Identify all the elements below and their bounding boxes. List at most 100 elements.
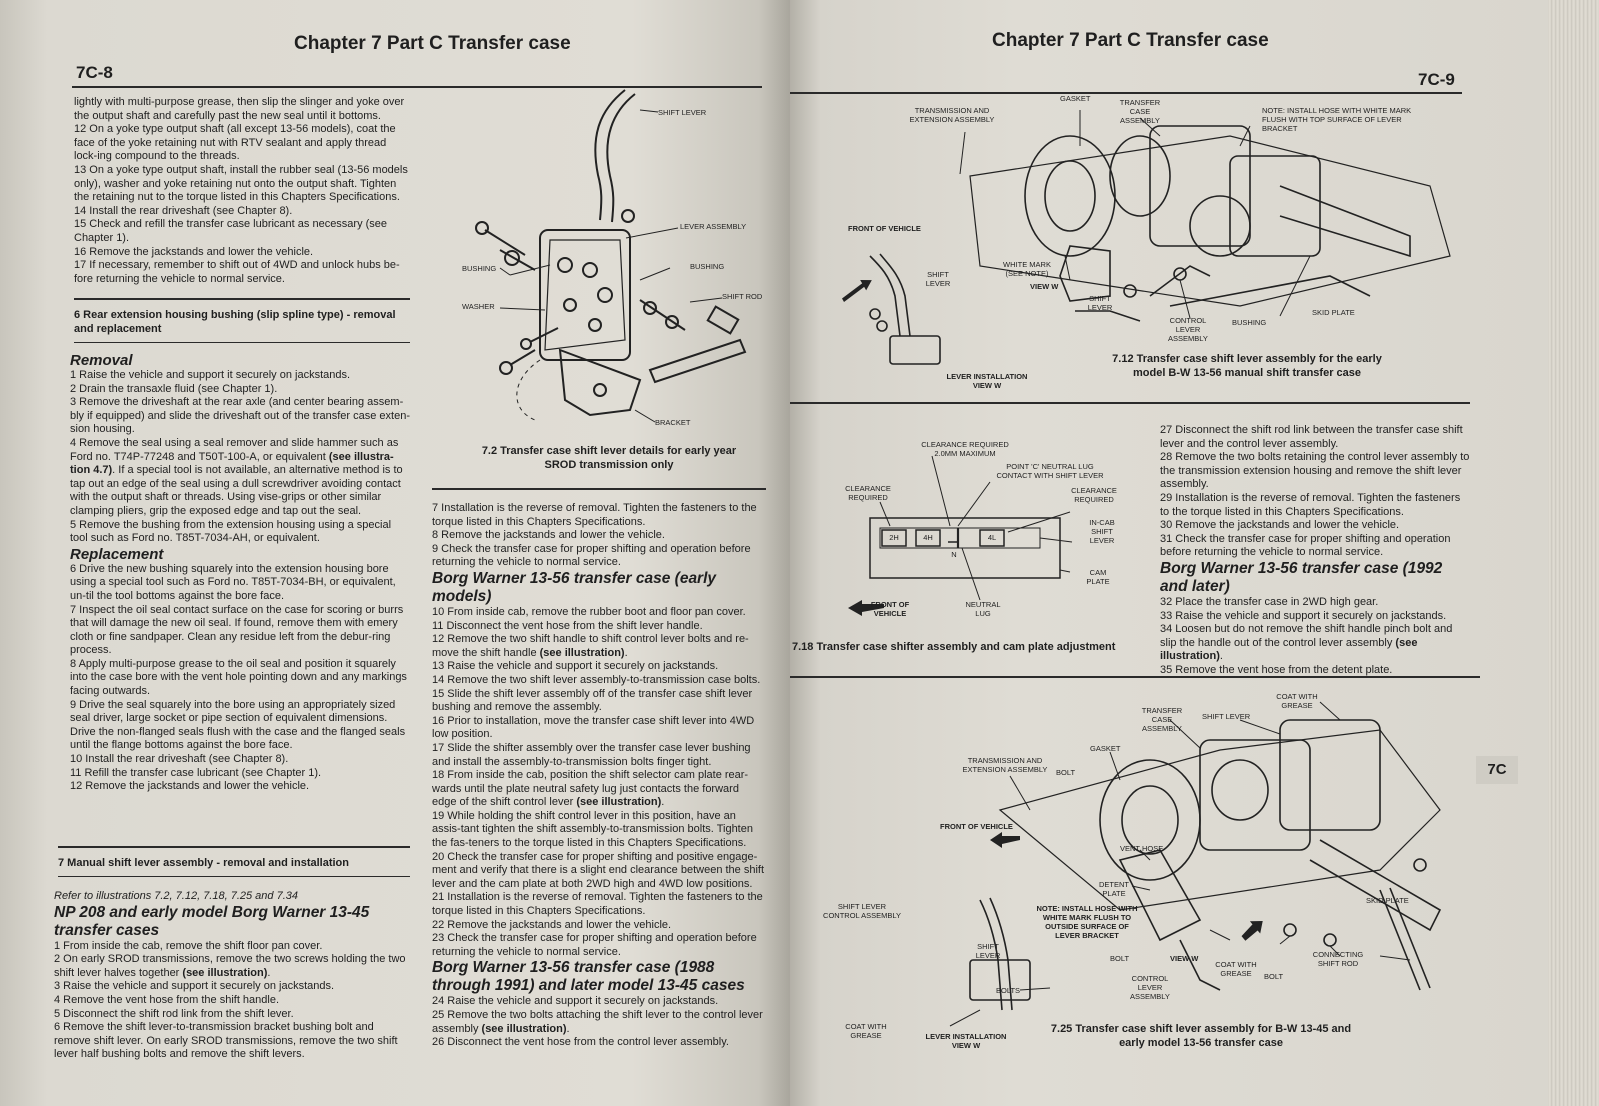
label-view-w: VIEW W [1030, 282, 1059, 291]
label-lever-installation: LEVER INSTALLATION VIEW W [946, 372, 1028, 390]
label-note: NOTE: INSTALL HOSE WITH WHITE MARK FLUSH… [1262, 106, 1412, 133]
step-12-text-a: 12 Remove the two shift handle to shift … [432, 633, 749, 659]
header-rule-left [72, 86, 762, 88]
label-coat-with-grease-mid: COAT WITH GREASE [1215, 960, 1257, 978]
paragraph: 12 On a yoke type output shaft (all exce… [74, 123, 396, 163]
label-control-lever-assembly: CONTROL LEVER ASSEMBLY [1168, 316, 1208, 343]
left-col1-section7: Refer to illustrations 7.2, 7.12, 7.18, … [54, 890, 410, 1062]
section-rule [74, 298, 410, 300]
step-12-text-c: . [624, 646, 628, 659]
replacement-heading: Replacement [70, 545, 164, 563]
label-coat-with-grease-bottom: COAT WITH GREASE [845, 1022, 887, 1040]
paragraph: 11 Refill the transfer case lubricant (s… [70, 766, 322, 779]
paragraph: 33 Raise the vehicle and support it secu… [1160, 609, 1447, 622]
label-bolt-top: BOLT [1056, 768, 1076, 777]
paragraph: 14 Remove the two shift lever assembly-t… [432, 673, 761, 686]
label-bushing-right: BUSHING [690, 262, 725, 271]
side-tab-7c: 7C [1476, 756, 1518, 784]
refer-illustrations: Refer to illustrations 7.2, 7.12, 7.18, … [54, 890, 298, 902]
paragraph: 8 Apply multi-purpose grease to the oil … [70, 657, 407, 698]
paragraph: 21 Installation is the reverse of remova… [432, 891, 763, 918]
label-note: NOTE: INSTALL HOSE WITH WHITE MARK FLUSH… [1036, 904, 1138, 940]
figure-7-25-drawing [949, 701, 1442, 1027]
step-4-text-a: 4 Remove the seal using a seal remover a… [70, 436, 399, 463]
bw-later-heading: Borg Warner 13-56 transfer case (1988 th… [432, 959, 745, 995]
paragraph: 6 Drive the new bushing squarely into th… [70, 562, 396, 602]
step-2-text-a: 2 On early SROD transmissions, remove th… [54, 953, 406, 979]
label-neutral-lug: NEUTRAL LUG [965, 600, 1001, 618]
label-transfer-case-assembly: TRANSFER CASE ASSEMBLY [1141, 706, 1183, 733]
paragraph: 16 Prior to installation, move the trans… [432, 714, 755, 741]
paragraph: 29 Installation is the reverse of remova… [1160, 491, 1461, 518]
paragraph: 12 Remove the jackstands and lower the v… [70, 780, 310, 793]
label-gasket: GASKET [1090, 744, 1121, 753]
step-25-illustration-ref: (see illustration) [481, 1022, 567, 1035]
paragraph: 34 Loosen but do not remove the shift ha… [1160, 623, 1470, 664]
paragraph: 13 On a yoke type output shaft, install … [74, 163, 408, 204]
label-point-c: POINT 'C' NEUTRAL LUG CONTACT WITH SHIFT… [996, 462, 1104, 480]
section-6-title: 6 Rear extension housing bushing (slip s… [74, 309, 396, 335]
label-shift-lever-control: SHIFT LEVER CONTROL ASSEMBLY [823, 902, 901, 920]
paragraph: 25 Remove the two bolts attaching the sh… [432, 1009, 766, 1036]
paragraph: lightly with multi-purpose grease, then … [74, 96, 405, 122]
section-rule [74, 342, 410, 343]
column-rule [432, 488, 766, 490]
paragraph: 8 Remove the jackstands and lower the ve… [432, 529, 665, 542]
figure-7-18-cam-plate: CLEARANCE REQUIRED 2.0mm MAXIMUM POINT '… [840, 430, 1136, 630]
step-25-text-c: . [566, 1022, 570, 1035]
step-25-text-a: 25 Remove the two bolts attaching the sh… [432, 1009, 763, 1035]
paragraph: 5 Disconnect the shift rod link from the… [54, 1007, 294, 1020]
np208-heading: NP 208 and early model Borg Warner 13-45… [54, 903, 370, 939]
cam-slot-n: N [951, 550, 957, 559]
paragraph: 12 Remove the two shift handle to shift … [432, 633, 766, 660]
label-vent-hose: VENT HOSE [1120, 844, 1164, 853]
label-clearance-left: CLEARANCE REQUIRED [845, 484, 891, 502]
paragraph: 28 Remove the two bolts retaining the co… [1160, 451, 1470, 491]
figure-7-2-caption: 7.2 Transfer case shift lever details fo… [481, 445, 737, 471]
label-bolt-mid: BOLT [1110, 954, 1130, 963]
paragraph: 30 Remove the jackstands and lower the v… [1160, 519, 1400, 532]
label-shift-lever: SHIFT LEVER [925, 270, 951, 288]
paragraph: 3 Remove the driveshaft at the rear axle… [70, 396, 410, 436]
paragraph: 10 Install the rear driveshaft (see Chap… [70, 753, 289, 766]
label-control-lever-assembly: CONTROL LEVER ASSEMBLY [1130, 974, 1170, 1001]
label-bushing: BUSHING [1232, 318, 1267, 327]
removal-heading: Removal [70, 352, 133, 369]
cam-slot-4l: 4L [987, 533, 997, 542]
section-rule [58, 846, 410, 848]
label-shift-lever-top: SHIFT LEVER [1202, 712, 1251, 721]
paragraph: 1 Raise the vehicle and support it secur… [70, 369, 351, 381]
step-4-illustration-ref: (see illustra-tion 4.7) [70, 450, 394, 477]
paragraph: 35 Remove the vent hose from the detent … [1160, 663, 1393, 676]
figure-7-12-caption: 7.12 Transfer case shift lever assembly … [1112, 353, 1382, 379]
label-skid-plate: SKID PLATE [1312, 308, 1355, 317]
paragraph: 9 Drive the seal squarely into the bore … [70, 698, 406, 752]
left-col1-intro: lightly with multi-purpose grease, then … [74, 96, 410, 286]
paragraph: 31 Check the transfer case for proper sh… [1160, 532, 1451, 559]
label-front-of-vehicle: FRONT OF VEHICLE [848, 224, 921, 233]
label-gasket: GASKET [1060, 94, 1091, 103]
label-bolts: BOLTS [996, 986, 1021, 995]
left-col2-text: 7 Installation is the reverse of removal… [432, 502, 766, 1050]
paragraph: 15 Slide the shift lever assembly off of… [432, 687, 753, 714]
paragraph: 23 Check the transfer case for proper sh… [432, 932, 757, 958]
label-lever-installation: LEVER INSTALLATION VIEW W [925, 1032, 1007, 1050]
label-clearance-required-max: CLEARANCE REQUIRED 2.0mm MAXIMUM [921, 440, 1009, 458]
paragraph: 11 Disconnect the vent hose from the shi… [432, 619, 703, 632]
paragraph: 16 Remove the jackstands and lower the v… [74, 245, 314, 258]
left-col1-section6: Removal 1 Raise the vehicle and support … [70, 352, 410, 794]
paragraph: 10 From inside cab, remove the rubber bo… [432, 605, 746, 618]
label-coat-with-grease-top: COAT WITH GREASE [1276, 692, 1318, 710]
paragraph: 7 Inspect the oil seal contact surface o… [70, 603, 404, 657]
label-lever-assembly: LEVER ASSEMBLY [680, 222, 747, 231]
figure-7-25-caption: 7.25 Transfer case shift lever assembly … [1050, 1023, 1352, 1049]
paragraph: 19 While holding the shift control lever… [432, 809, 753, 850]
section-rule [790, 402, 1470, 404]
bw-early-heading: Borg Warner 13-56 transfer case (early m… [432, 569, 717, 605]
figure-7-2-shift-lever: SHIFT LEVER LEVER ASSEMBLY BUSHING BUSHI… [440, 80, 762, 440]
label-front-of-vehicle: FRONT OF VEHICLE [870, 600, 910, 618]
step-2-illustration-ref: (see illustration) [182, 966, 268, 979]
figure-7-2-drawing [475, 89, 747, 423]
figure-7-18-caption: 7.18 Transfer case shifter assembly and … [792, 641, 1116, 653]
step-18-text-a: 18 From inside the cab, position the shi… [432, 769, 749, 809]
